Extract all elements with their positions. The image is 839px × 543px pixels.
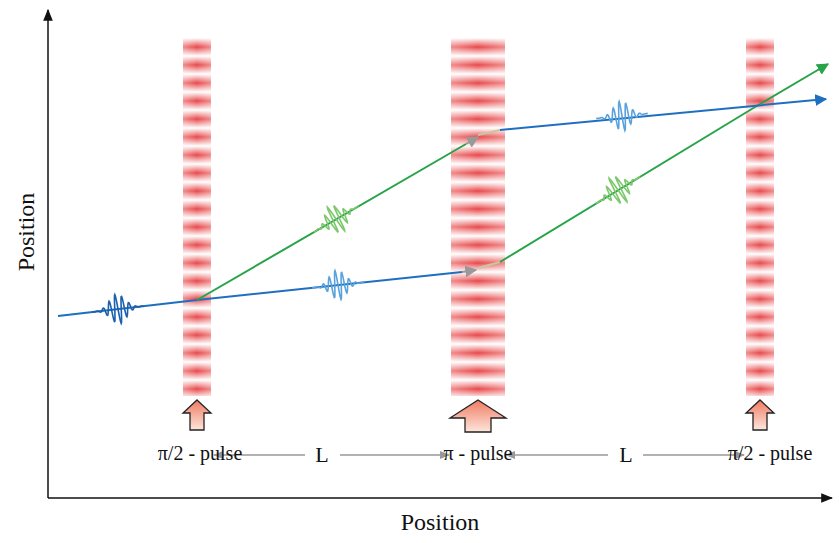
- pulse-label: π/2 - pulse: [158, 443, 243, 463]
- wave-packet: [596, 102, 648, 131]
- axis-label: Position: [401, 510, 480, 534]
- wave-packet: [312, 271, 364, 300]
- wave-packet: [92, 295, 144, 324]
- laser-bands: [183, 38, 774, 396]
- pulse-arrows: [183, 400, 774, 432]
- pulse-label: π/2 - pulse: [728, 443, 813, 463]
- x-axis: [48, 497, 832, 499]
- pulse-label: π - pulse: [444, 443, 513, 463]
- wave-packets: [92, 102, 648, 324]
- dimension-label: L: [616, 444, 635, 466]
- trajectories: [58, 64, 828, 316]
- axis-label: Position: [14, 193, 38, 272]
- wave-packet: [314, 206, 359, 232]
- dimension-label: L: [312, 444, 331, 466]
- wave-packet: [596, 176, 640, 203]
- y-axis: [47, 10, 49, 498]
